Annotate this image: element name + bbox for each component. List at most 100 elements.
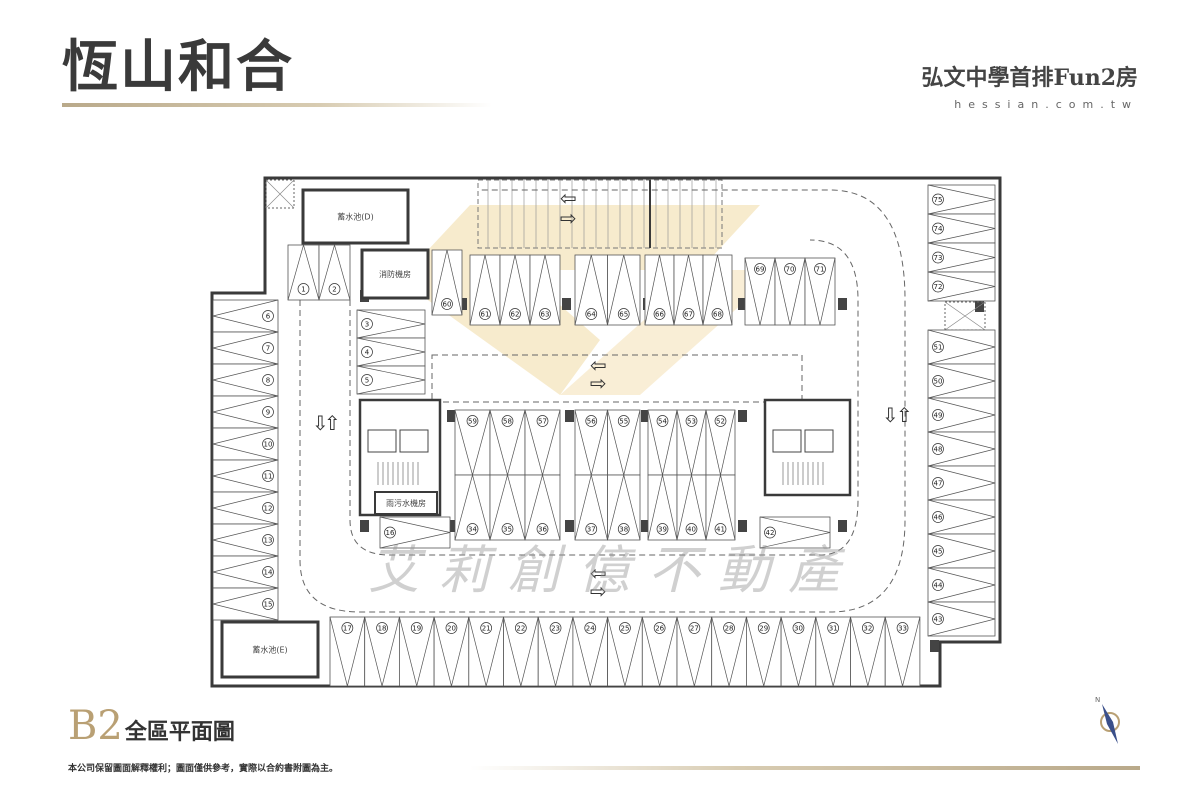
traffic-arrow-icon: ⇦	[590, 353, 607, 377]
spot-number-circle	[585, 523, 598, 535]
spot-number-circle	[932, 193, 944, 206]
spot-number: 19	[412, 625, 421, 633]
parking-spot-marking	[927, 184, 996, 215]
parking-spot-marking	[815, 616, 851, 687]
spot-number-circle	[932, 341, 944, 353]
parking-spot-marking	[711, 616, 747, 687]
parking-spot-marking	[212, 459, 279, 493]
parking-spot-marking	[607, 474, 641, 541]
spot-number-circle	[479, 308, 491, 320]
spot-number-circle	[685, 415, 698, 427]
spot-number-circle	[585, 308, 598, 320]
elevator	[772, 429, 802, 453]
parking-spot: 75	[927, 184, 996, 215]
spot-number: 24	[586, 625, 595, 633]
parking-spot-marking	[574, 254, 608, 326]
parking-spot-marking	[676, 616, 713, 687]
parking-spot: 27	[676, 616, 713, 687]
parking-spot: 46	[927, 499, 996, 535]
parking-spot: 1	[287, 243, 320, 301]
spot-number: 7	[266, 345, 270, 353]
spot-number: 67	[684, 311, 693, 319]
spot-number-circle	[262, 310, 274, 322]
spot-number: 44	[934, 582, 943, 590]
spot-number: 21	[482, 625, 491, 633]
parking-spot-marking	[503, 616, 539, 687]
parking-spot-marking	[744, 257, 776, 326]
parking-spot-marking	[927, 363, 996, 399]
parking-spot-marking	[318, 243, 351, 301]
spot-number-circle	[932, 222, 944, 235]
parking-spot-marking	[524, 473, 561, 541]
spot-number: 74	[934, 225, 943, 233]
parking-spot: 17	[329, 616, 366, 687]
spot-number: 32	[863, 625, 872, 633]
water-tank-room-label: 蓄水池(D)	[337, 212, 373, 222]
spot-number: 20	[447, 625, 456, 633]
parking-spot: 12	[212, 491, 279, 525]
parking-spot-marking	[927, 271, 996, 302]
spot-number-circle	[617, 415, 630, 427]
header-divider	[62, 103, 492, 107]
spot-number: 35	[503, 526, 512, 534]
fire-equipment-room-label: 消防機房	[379, 269, 411, 279]
spot-number: 23	[551, 625, 560, 633]
parking-spot: 69	[744, 257, 776, 326]
parking-spot: 53	[676, 409, 707, 476]
compass-north-label: N	[1095, 696, 1100, 704]
spot-number-circle	[536, 415, 549, 427]
spot-number: 59	[468, 418, 477, 426]
spot-number-circle	[711, 308, 724, 320]
water-tank-room	[220, 620, 320, 679]
spot-number-circle	[932, 280, 944, 293]
parking-spot: 29	[746, 616, 782, 687]
spot-number-circle	[682, 308, 695, 320]
spot-number-circle	[441, 298, 453, 310]
spot-number: 56	[587, 418, 596, 426]
spot-number-circle	[341, 622, 354, 634]
spot-number-circle	[445, 622, 458, 634]
parking-spot-marking	[212, 331, 279, 365]
parking-spot: 25	[607, 616, 643, 687]
spot-number-circle	[617, 308, 630, 320]
spot-number-circle	[932, 409, 944, 421]
spot-number: 65	[619, 311, 628, 319]
parking-spot-marking	[927, 242, 996, 273]
parking-spot-marking	[433, 616, 470, 687]
compass-needle	[1102, 704, 1118, 744]
parking-spot-marking	[537, 616, 574, 687]
spot-number: 26	[655, 625, 664, 633]
parking-spot-marking	[927, 213, 996, 244]
building-walls	[210, 176, 1002, 688]
structural-column	[641, 410, 650, 422]
traffic-arrows: ⇦⇨⇦⇨⇦⇨⇩⇧⇩⇧	[312, 186, 913, 603]
parking-spot-marking	[212, 427, 279, 461]
parking-spot-marking	[212, 299, 279, 333]
parking-spot: 31	[815, 616, 851, 687]
parking-spot: 10	[212, 427, 279, 461]
parking-spot: 36	[524, 473, 561, 541]
parking-spot: 18	[364, 616, 400, 687]
spot-number-circle	[584, 622, 597, 634]
parking-spot: 38	[607, 474, 641, 541]
parking-spot: 3	[356, 309, 426, 339]
spot-number-circle	[539, 308, 551, 320]
spot-number: 33	[898, 625, 907, 633]
parking-spot-marking	[927, 601, 996, 637]
traffic-arrow-icon: ⇩	[312, 411, 329, 435]
spot-number-circle	[262, 566, 274, 578]
spot-number: 31	[829, 625, 838, 633]
spot-number: 62	[511, 311, 520, 319]
spot-number: 51	[934, 344, 943, 352]
spot-number: 39	[658, 526, 667, 534]
structural-column	[458, 298, 467, 310]
parking-spot-marking	[364, 616, 400, 687]
parking-spot: 2	[318, 243, 351, 301]
parking-spot: 74	[927, 213, 996, 244]
parking-spot-marking	[379, 516, 451, 549]
shaft-cross	[944, 301, 986, 331]
spot-number: 6	[266, 313, 271, 321]
parking-spot-marking	[572, 616, 608, 687]
parking-spot-marking	[927, 431, 996, 467]
